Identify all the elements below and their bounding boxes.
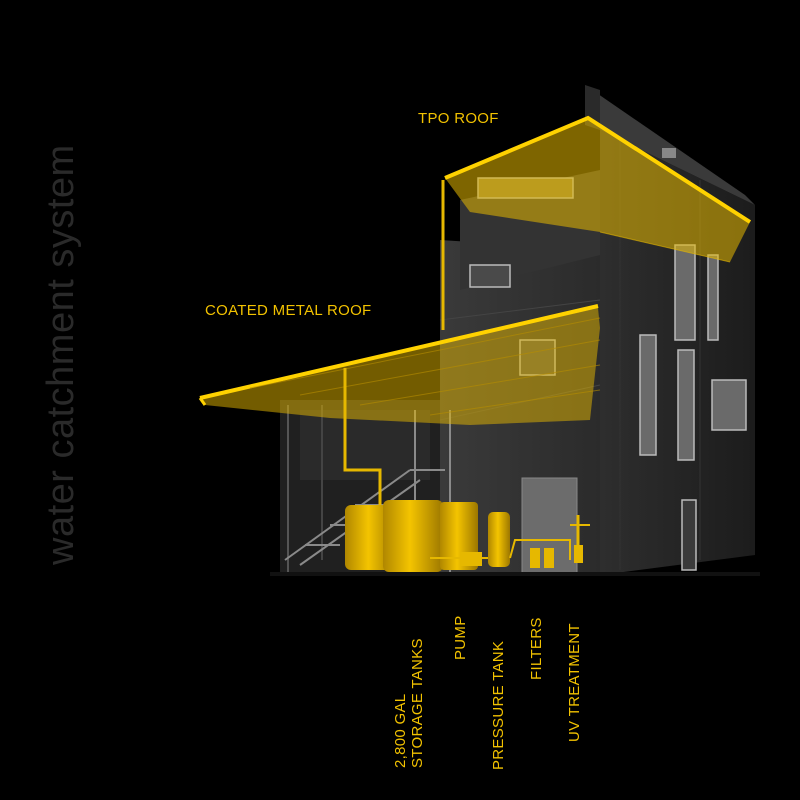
ground-line xyxy=(270,572,760,576)
pressure-tank-label: PRESSURE TANK xyxy=(490,640,507,770)
lower-downspout xyxy=(343,368,382,505)
uv-unit xyxy=(570,515,590,563)
roof-vent xyxy=(662,148,676,158)
uv-treatment-label: UV TREATMENT xyxy=(566,623,583,742)
tpo-roof-label: TPO ROOF xyxy=(418,110,499,127)
storage-tanks-label-line2: STORAGE TANKS xyxy=(409,638,426,768)
metal-roof-highlight xyxy=(198,304,601,425)
pump-label: PUMP xyxy=(452,615,469,660)
storage-tanks-label-line1: 2,800 GAL xyxy=(392,693,409,768)
filters xyxy=(530,548,554,568)
tpo-roof-highlight xyxy=(444,115,752,263)
coated-metal-roof-label: COATED METAL ROOF xyxy=(205,302,372,319)
storage-tanks-label: 2,800 GAL STORAGE TANKS xyxy=(392,638,426,768)
diagram-title: water catchment system xyxy=(40,144,82,565)
filter-pipe xyxy=(509,539,571,560)
pressure-tank xyxy=(488,512,510,567)
storage-tanks xyxy=(345,500,478,572)
filters-label: FILTERS xyxy=(528,617,545,680)
